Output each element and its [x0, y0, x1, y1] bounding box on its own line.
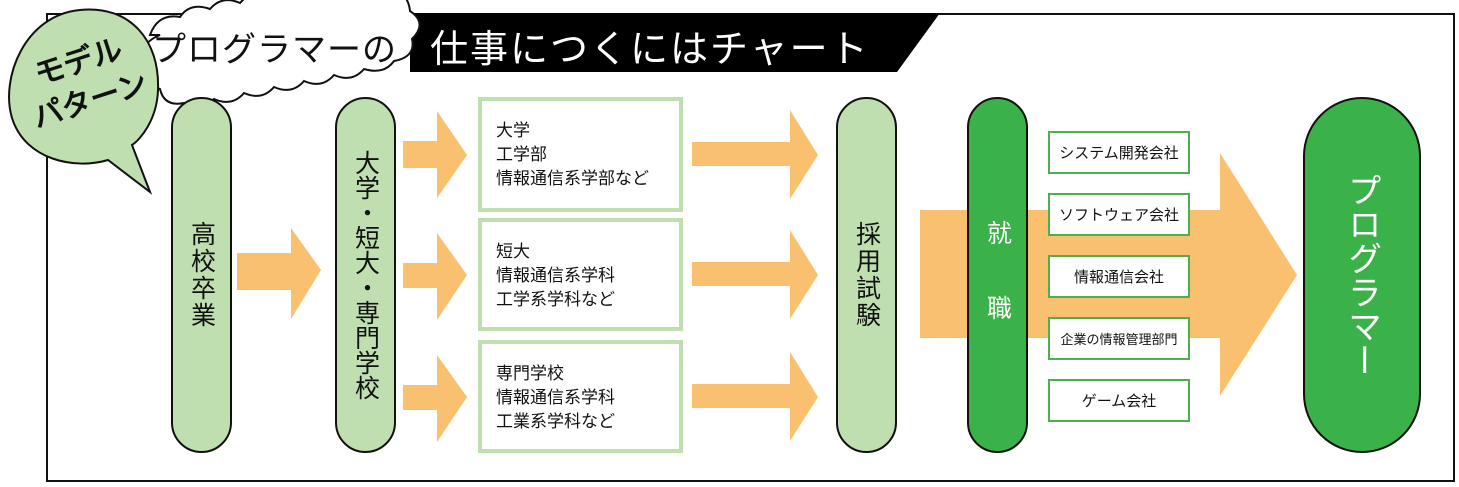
arrow-highered-to-vocational [403, 355, 467, 442]
stage-higher-education: 大学・短大・専門学校 [335, 97, 396, 453]
company-box: 情報通信会社 [1048, 255, 1190, 298]
company-box: ソフトウェア会社 [1048, 193, 1190, 236]
school-line: 専門学校 [496, 364, 564, 384]
model-pattern-badge [8, 8, 160, 195]
company-box: ゲーム会社 [1048, 379, 1190, 422]
school-line: 工学系学科など [496, 290, 615, 310]
school-line: 大学 [496, 121, 530, 141]
stage-recruitment-exam: 採用試験 [836, 97, 897, 453]
arrow-vocational-to-exam [692, 352, 818, 441]
stage-high-school-label: 高校卒業 [187, 221, 217, 329]
title-banner [410, 13, 940, 72]
arrow-highschool-to-highered [237, 228, 321, 319]
arrow-highered-to-junior [403, 233, 467, 320]
stage-employment-label: 就職 [983, 220, 1013, 370]
stage-employment: 就職 [967, 97, 1028, 453]
stage-high-school: 高校卒業 [171, 97, 232, 453]
company-label: システム開発会社 [1059, 144, 1179, 162]
page-title: 仕事につくにはチャート [430, 27, 870, 71]
company-box: 企業の情報管理部門 [1048, 317, 1190, 360]
company-box: システム開発会社 [1048, 131, 1190, 174]
school-line: 工学部 [496, 145, 547, 165]
school-line: 工業系学科など [496, 412, 615, 432]
company-label: 情報通信会社 [1073, 268, 1164, 286]
school-line: 情報通信系学部など [496, 169, 649, 189]
school-line: 情報通信系学科 [496, 266, 615, 286]
school-box-university: 大学 工学部 情報通信系学部など [478, 97, 683, 212]
header-graphics [8, 0, 940, 195]
school-line: 短大 [496, 242, 530, 262]
school-line: 情報通信系学科 [496, 388, 615, 408]
school-box-junior-college: 短大 情報通信系学科 工学系学科など [478, 218, 683, 331]
stage-higher-education-label: 大学・短大・専門学校 [351, 150, 381, 400]
goal-programmer-label: プログラマー [1341, 173, 1382, 377]
school-box-vocational: 専門学校 情報通信系学科 工業系学科など [478, 340, 683, 453]
title-lead: プログラマーの [152, 30, 397, 70]
goal-programmer: プログラマー [1303, 97, 1421, 453]
company-label: ゲーム会社 [1081, 392, 1157, 410]
company-label: 企業の情報管理部門 [1060, 333, 1178, 348]
arrow-highered-to-univ [403, 111, 467, 198]
stage-recruitment-exam-label: 採用試験 [852, 221, 882, 329]
company-label: ソフトウェア会社 [1058, 206, 1179, 224]
arrow-junior-to-exam [692, 230, 818, 319]
arrow-univ-to-exam [692, 110, 818, 199]
